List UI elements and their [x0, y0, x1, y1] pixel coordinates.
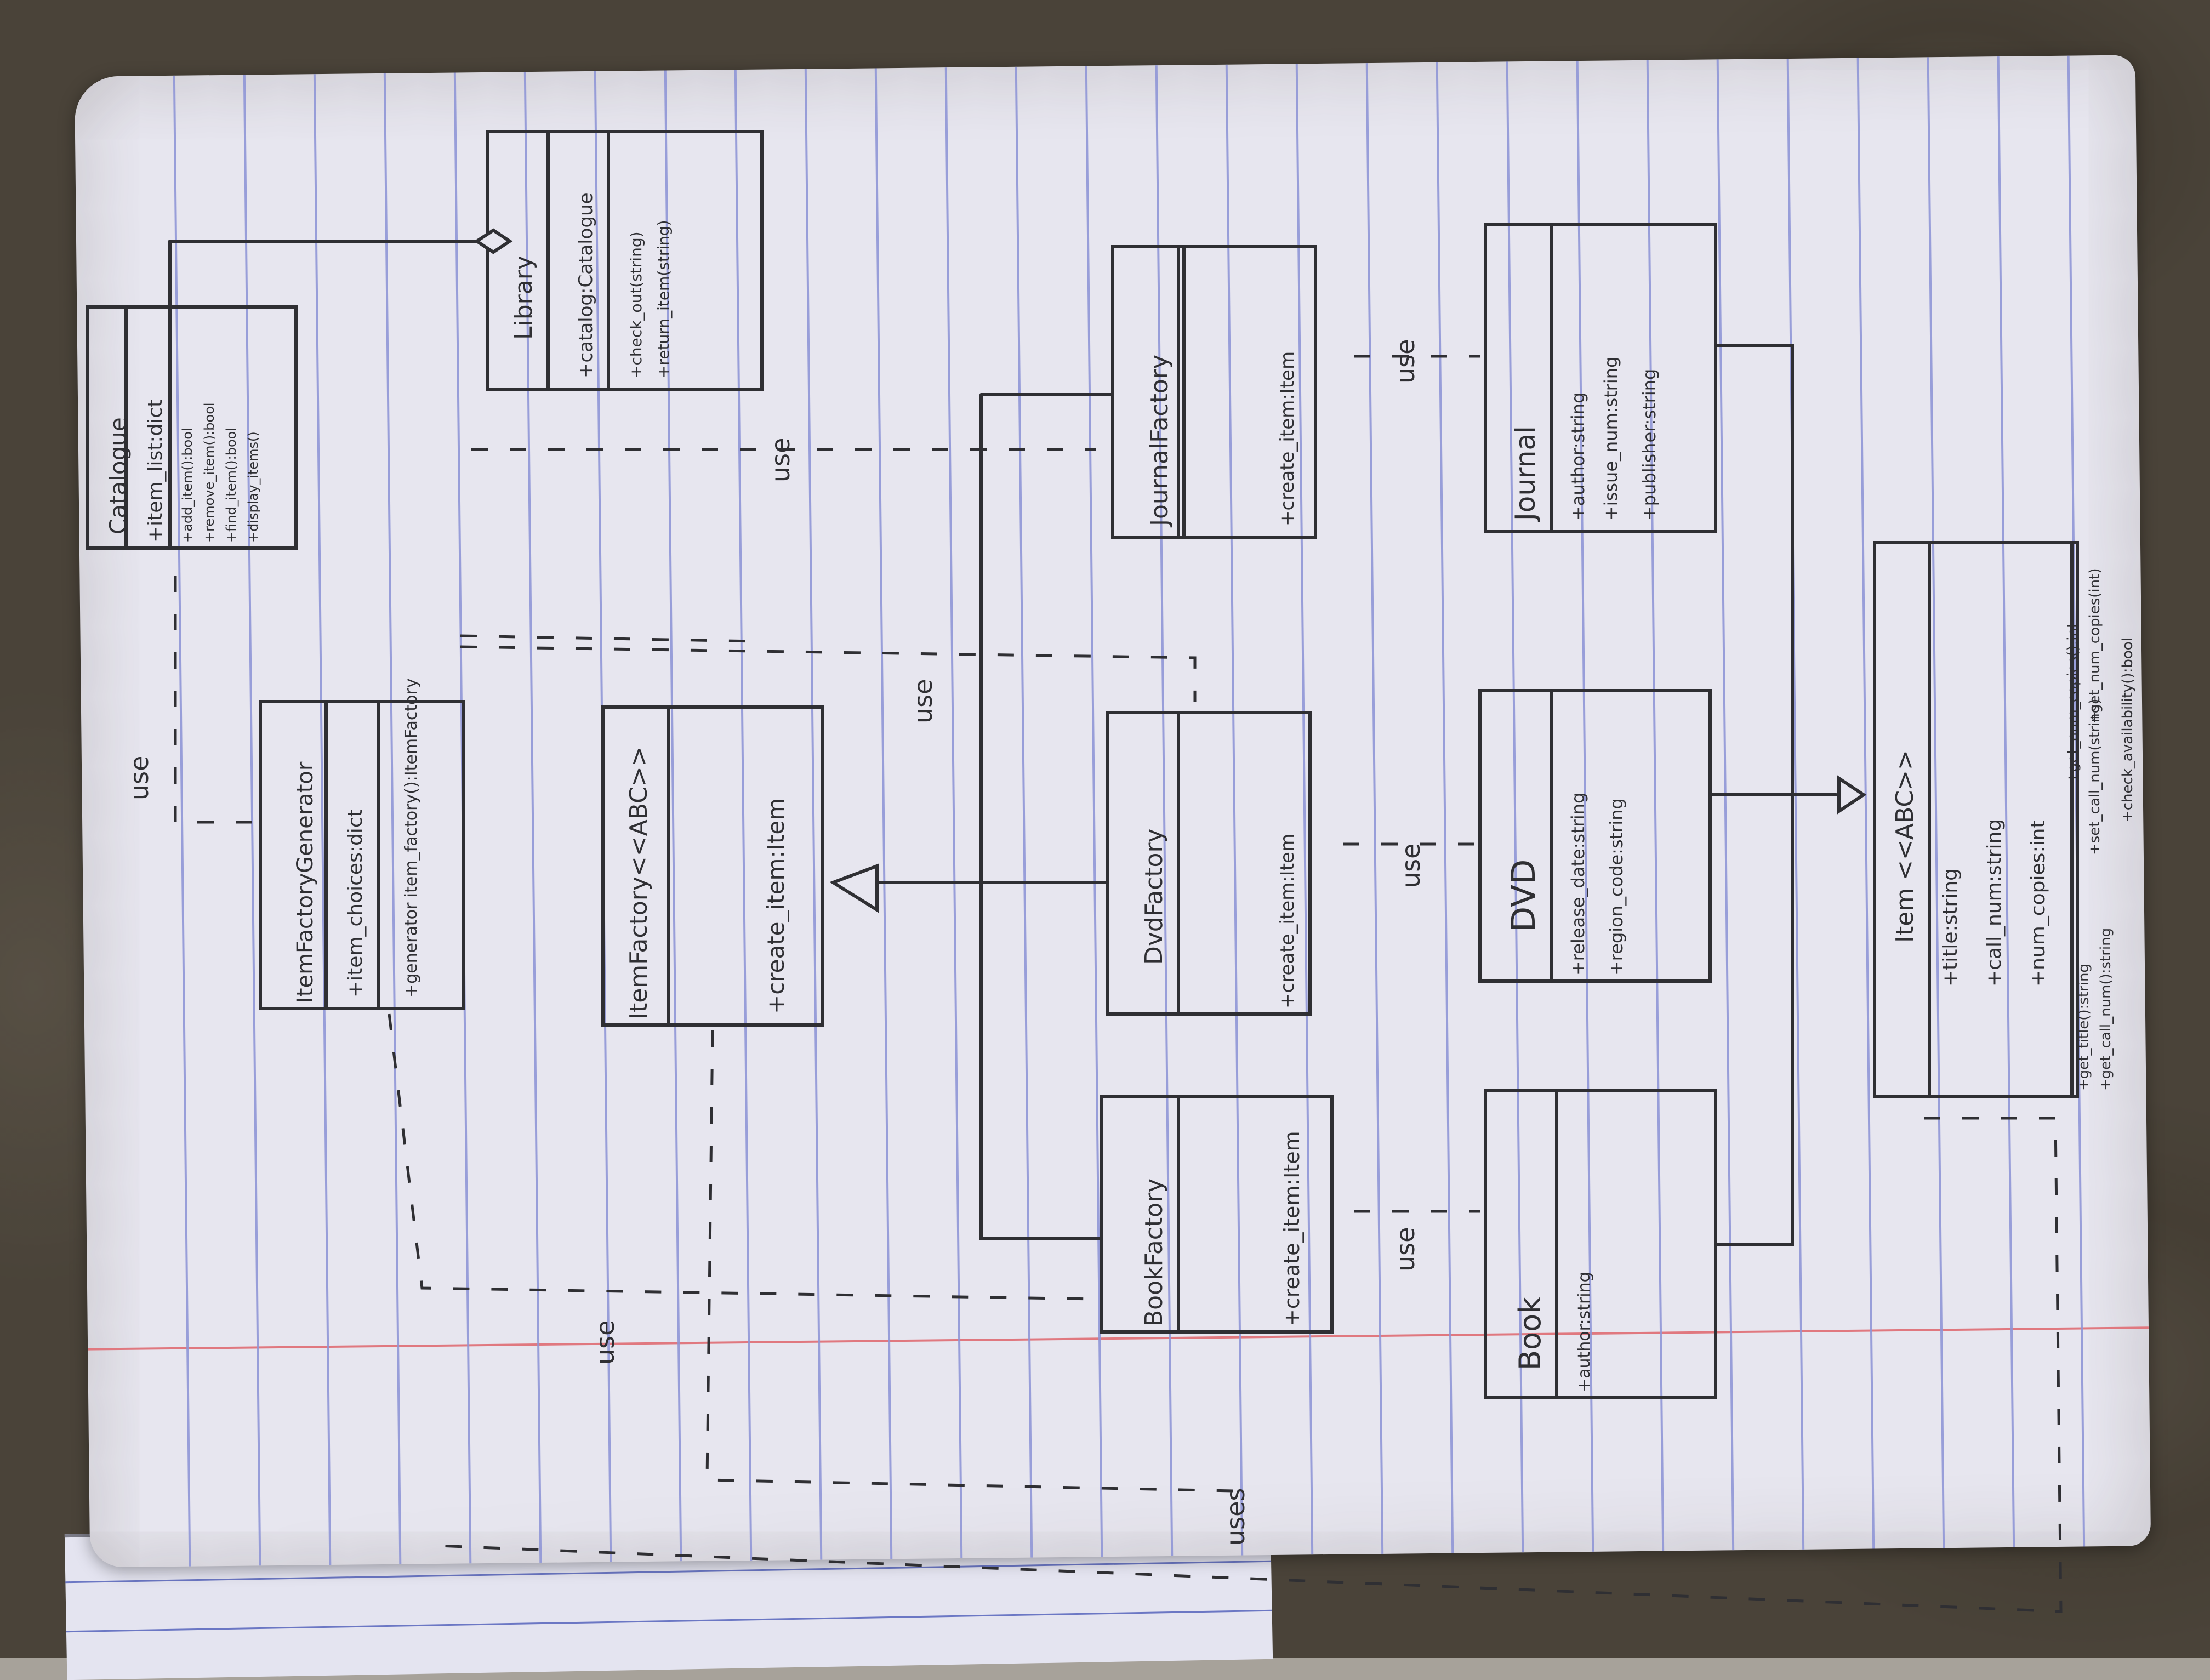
library-attr-0: +catalog:Catalogue	[575, 192, 597, 378]
use-label-3: use	[908, 679, 938, 724]
item-attr-0: +title:string	[1939, 868, 1962, 987]
ifg-attr-0: +item_choices:dict	[344, 809, 367, 998]
dvd-name: DVD	[1505, 859, 1543, 932]
item-box	[1873, 541, 2079, 1098]
journal-attr-1: +issue_num:string	[1600, 357, 1621, 521]
item-method-0: +get_title():string	[2076, 964, 2092, 1091]
dvd-factory-box	[1106, 711, 1312, 1016]
item-factory-name: ItemFactory<<ABC>>	[625, 746, 653, 1020]
use-label-1: use	[124, 756, 154, 800]
item-method-2: +set_call_num(string)	[2087, 699, 2103, 855]
ifg-method-0: +generator item_factory():ItemFactory	[402, 678, 421, 998]
catalogue-method-2: +find_item():bool	[224, 428, 239, 543]
use-label-4: use	[1391, 339, 1420, 384]
library-method-0: +check_out(string)	[627, 231, 645, 378]
ifg-name: ItemFactoryGenerator	[293, 761, 318, 1003]
catalogue-attr-0: +item_list:dict	[144, 400, 167, 543]
book-factory-method-0: +create_item:Item	[1280, 1131, 1304, 1326]
journal-factory-box	[1111, 245, 1317, 539]
journal-attr-2: +publisher:string	[1639, 369, 1660, 521]
dvd-factory-name: DvdFactory	[1140, 828, 1168, 965]
library-name: Library	[510, 255, 538, 340]
catalogue-box	[86, 305, 298, 550]
item-attr-1: +call_num:string	[1983, 819, 2006, 987]
item-attr-2: +num_copies:int	[2027, 820, 2049, 987]
use-label-7: use	[590, 1320, 620, 1365]
item-method-5: +check_availability():bool	[2120, 637, 2136, 822]
dvd-box	[1478, 689, 1712, 983]
journal-name: Journal	[1510, 426, 1541, 522]
dvd-factory-method-0: +create_item:Item	[1277, 834, 1298, 1009]
use-label-2: use	[766, 438, 795, 482]
catalogue-name: Catalogue	[105, 417, 132, 534]
catalogue-method-0: +add_item():bool	[180, 428, 195, 543]
book-factory-box	[1100, 1095, 1334, 1334]
dvd-attr-0: +release_date:string	[1568, 793, 1588, 976]
library-method-1: +return_item(string)	[654, 220, 673, 378]
journal-attr-0: +author:string	[1568, 392, 1588, 521]
book-factory-name: BookFactory	[1140, 1178, 1168, 1326]
uses-label: uses	[1221, 1488, 1250, 1546]
item-factory-box	[601, 705, 824, 1027]
item-factory-generator-box	[259, 700, 465, 1010]
use-label-5: use	[1396, 844, 1426, 888]
journal-factory-method-0: +create_item:Item	[1277, 351, 1298, 526]
catalogue-method-3: +display_items()	[246, 431, 261, 543]
use-label-6: use	[1391, 1227, 1420, 1272]
item-method-3: +get_num_copies():int	[2065, 622, 2081, 784]
item-method-1: +get_call_num():string	[2098, 928, 2114, 1091]
journal-box	[1484, 223, 1717, 533]
item-method-4: +set_num_copies(int)	[2087, 568, 2103, 724]
catalogue-method-1: +remove_item():bool	[202, 402, 217, 543]
item-name: Item <<ABC>>	[1891, 750, 1919, 943]
dvd-attr-1: +region_code:string	[1606, 798, 1627, 976]
item-factory-method-0: +create_item:Item	[762, 798, 789, 1014]
book-name: Book	[1513, 1296, 1547, 1370]
library-box	[486, 130, 764, 391]
book-attr-0: +author:string	[1575, 1272, 1594, 1392]
journal-factory-name: JournalFactory	[1146, 355, 1174, 528]
